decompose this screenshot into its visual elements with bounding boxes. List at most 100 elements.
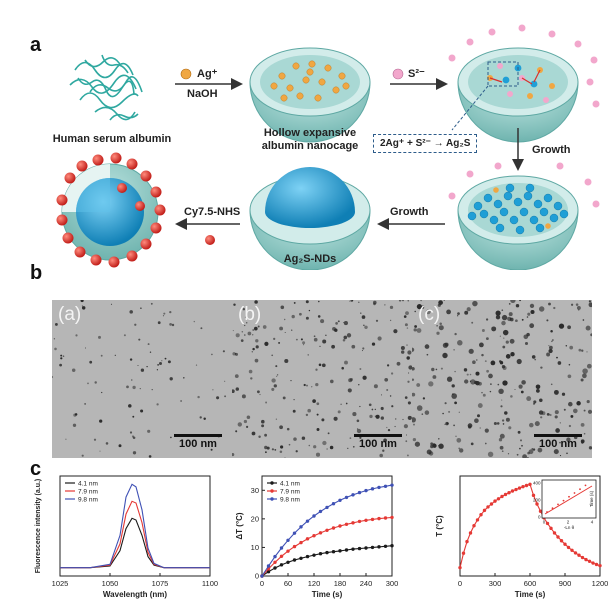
nanoparticle-dot (474, 418, 479, 424)
nanoparticle-dot (380, 416, 384, 420)
nanoparticle-dot (431, 367, 435, 372)
data-point (377, 545, 381, 549)
nanoparticle-dot (156, 369, 159, 371)
nanoparticle-dot (315, 382, 319, 387)
nanoparticle-dot (282, 396, 286, 400)
x-tick-label: 1100 (202, 579, 218, 588)
nanoparticle-dot (374, 415, 376, 417)
nanoparticle-dot (438, 443, 444, 449)
nanoparticle-dot (420, 305, 425, 309)
nanoparticle-dot (275, 418, 278, 420)
data-point (390, 544, 394, 548)
nanoparticle-dot (401, 350, 405, 354)
nanoparticle-dot (553, 449, 559, 455)
nanoparticle-dot (487, 451, 494, 458)
nanoparticle-dot (405, 311, 409, 315)
nanoparticle-dot (533, 400, 537, 404)
nanoparticle-dot (315, 368, 318, 371)
nanoparticle-dot (335, 322, 338, 325)
inset-y-label: Time (s) (589, 490, 594, 507)
data-point (524, 483, 529, 488)
data-point (598, 563, 602, 568)
nanoparticle-dot (393, 329, 398, 334)
y-tick-label: 20 (251, 514, 259, 523)
nanoparticle-dot (89, 360, 93, 364)
nanoparticle-dot (559, 441, 561, 444)
nanoparticle-dot (499, 445, 504, 450)
nanoparticle-dot (501, 320, 506, 326)
x-tick-label: 60 (284, 579, 292, 588)
nanoparticle-dot (369, 414, 373, 419)
nanoparticle-dot (586, 400, 590, 404)
nanoparticle-dot (508, 426, 512, 430)
plot-frame (59, 475, 211, 577)
nanoparticle-dot (432, 375, 437, 379)
nanoparticle-dot (519, 299, 522, 302)
nanoparticle-dot (508, 312, 513, 317)
nanoparticle-dot (466, 307, 471, 312)
nanoparticle-dot (316, 413, 319, 416)
nanoparticle-dot (114, 354, 116, 356)
nanoparticle-dot (586, 351, 588, 353)
nanoparticle-dot (502, 423, 505, 425)
nanoparticle-dot (469, 380, 472, 382)
nanoparticle-dot (254, 300, 258, 304)
nanoparticle-dot (100, 354, 103, 357)
nanoparticle-dot (490, 360, 496, 366)
scale-label-c: 100 nm (539, 438, 577, 450)
nanoparticle-dot (576, 305, 581, 310)
legend-label: 9.8 nm (78, 497, 98, 504)
nanoparticle-dot (271, 354, 274, 357)
inset-x-tick-label: 2 (567, 520, 570, 525)
nanoparticle-dot (341, 366, 344, 370)
nanoparticle-dot (498, 438, 503, 442)
nanoparticle-dot (529, 323, 535, 329)
nanoparticle-dot (362, 347, 365, 350)
nanoparticle-dot (167, 360, 171, 364)
data-point (279, 554, 284, 558)
nanoparticle-dot (386, 364, 390, 367)
nanoparticle-dot (346, 333, 352, 338)
y-axis-label: Fluorescence intensity (a.u.) (35, 479, 42, 574)
sulfide-ion-icon (392, 68, 404, 80)
nanoparticle-dot (488, 373, 493, 379)
nanoparticle-dot (550, 329, 553, 333)
nanoparticle-dot (581, 349, 584, 352)
nanoparticle-dot (224, 395, 227, 398)
nanoparticle-dot (377, 336, 382, 341)
nanoparticle-dot (539, 398, 543, 403)
nanoparticle-dot (312, 399, 316, 403)
nanoparticle-dot (501, 450, 504, 453)
nanoparticle-dot (252, 347, 255, 351)
nanoparticle-dot (99, 450, 101, 452)
growth-label-1: Growth (532, 144, 571, 156)
nanoparticle-dot (232, 352, 236, 356)
albumin-protein-icon (69, 54, 143, 121)
nanoparticle-dot (406, 327, 409, 329)
nanoparticle-dot (389, 319, 392, 322)
nanoparticle-dot (509, 317, 512, 320)
nanoparticle-dot (501, 314, 508, 321)
nanoparticle-dot (80, 298, 84, 303)
nanoparticle-dot (498, 388, 504, 395)
nanoparticle-dot (303, 383, 306, 387)
nanoparticle-dot (261, 419, 265, 424)
ag-ion-icon (180, 68, 192, 80)
data-point (370, 545, 375, 550)
nanoparticle-dot (200, 327, 203, 330)
nanoparticle-dot (317, 315, 321, 318)
nanoparticle-dot (467, 423, 473, 428)
nanoparticle-dot (472, 360, 476, 365)
nanoparticle-dot (438, 300, 443, 305)
nanoparticle-dot (582, 373, 587, 379)
nanoparticle-dot (275, 365, 278, 368)
nanoparticle-dot (501, 365, 506, 369)
nanoparticle-dot (293, 398, 295, 401)
nanoparticle-dot (280, 445, 284, 449)
nanoparticle-dot (444, 423, 446, 425)
nanoparticle-dot (430, 442, 434, 446)
data-point (286, 538, 290, 542)
data-point (587, 559, 592, 564)
nanoparticle-dot (235, 387, 239, 391)
